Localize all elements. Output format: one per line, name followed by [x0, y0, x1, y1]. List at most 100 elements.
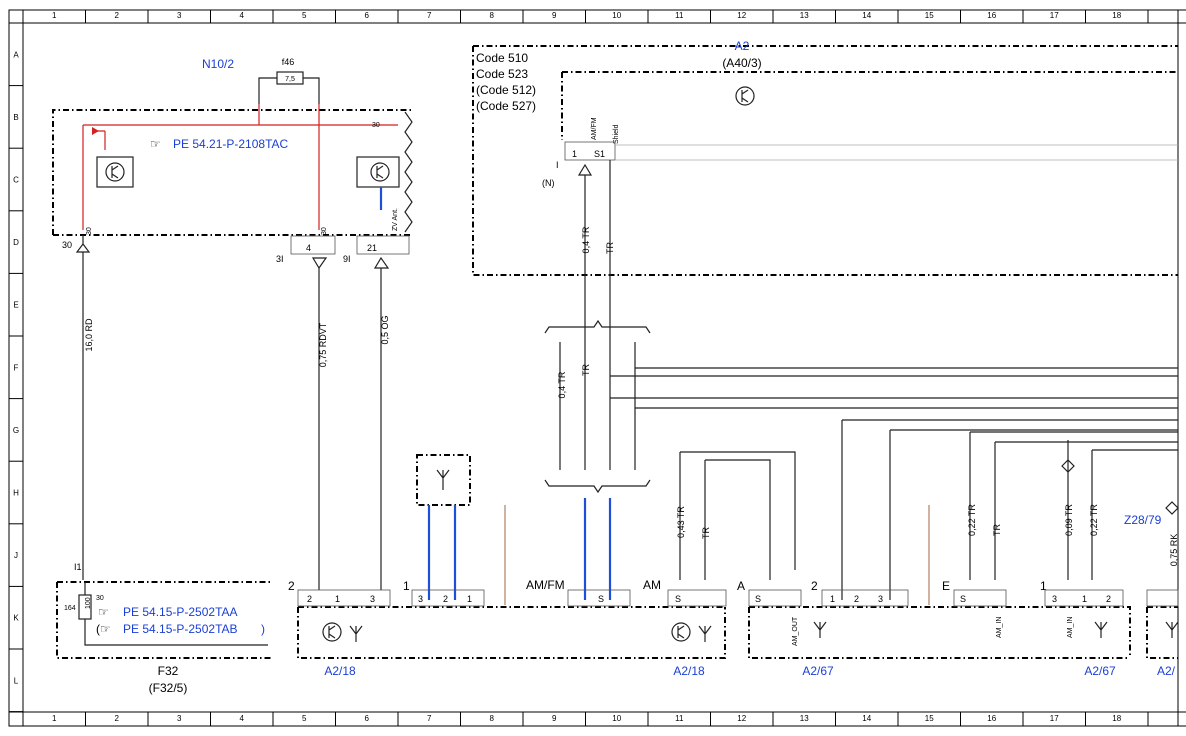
- connector-a: A: [737, 579, 745, 593]
- grid-column-label: 3: [177, 714, 182, 723]
- n10-2-transistor-box-left: [96, 156, 134, 188]
- code-512: (Code 512): [476, 83, 536, 97]
- svg-text:1: 1: [1082, 594, 1087, 604]
- hand-pointer-icon: ☞: [98, 605, 109, 619]
- grid-column-label: 14: [862, 11, 871, 20]
- grid-column-label: 12: [737, 714, 746, 723]
- antenna-icon: [813, 621, 827, 638]
- connector-2b: 2: [811, 579, 818, 593]
- grid-row-label: B: [13, 113, 18, 122]
- grid-column-label: 2: [115, 714, 120, 723]
- svg-text:3: 3: [370, 594, 375, 604]
- pin-1: 1: [572, 149, 577, 159]
- antenna-icon: [349, 625, 363, 642]
- grid-column-label: 8: [490, 11, 495, 20]
- zv-ant-label: ZV Ant.: [392, 208, 399, 231]
- hand-pointer-icon: (☞: [96, 622, 111, 636]
- pin-30-mid: 30: [321, 227, 328, 235]
- f32-ref-a-link[interactable]: PE 54.15-P-2502TAA: [123, 605, 238, 619]
- grid-row-label: J: [14, 551, 18, 560]
- connector-2a: 2: [288, 579, 295, 593]
- f32-fuse-num: 164: [64, 605, 76, 612]
- pin-9i: 9I: [343, 254, 351, 264]
- svg-text:S: S: [755, 594, 761, 604]
- svg-text:2: 2: [854, 594, 859, 604]
- grid-column-label: 7: [427, 11, 432, 20]
- grid-row-label: A: [13, 50, 19, 59]
- transistor-icon: [105, 162, 125, 182]
- wire-05-og: 0,5 OG: [380, 315, 390, 344]
- connector-e: E: [942, 579, 950, 593]
- pin-21: 21: [367, 243, 377, 253]
- grid-row-label: G: [13, 426, 19, 435]
- transistor-icon: [322, 622, 342, 642]
- grid-row-label: C: [13, 176, 19, 185]
- svg-text:2: 2: [443, 594, 448, 604]
- grid-column-label: 3: [177, 11, 182, 20]
- wire-009-tr: 0,09 TR: [1064, 504, 1074, 536]
- pin-30-left: 30: [62, 240, 72, 250]
- z28-79-label: Z28/79: [1124, 513, 1162, 527]
- wire-043-tr: 0,43 TR: [676, 506, 686, 538]
- grid-column-label: 6: [365, 11, 370, 20]
- pin-30-bus: 30: [372, 122, 380, 129]
- grid-column-label: 11: [675, 714, 684, 723]
- n10-2-transistor-box-right: [356, 156, 400, 188]
- antenna-icon: [698, 625, 712, 642]
- shield-pin-label: Shield: [613, 124, 620, 144]
- wire-tr-c: TR: [701, 527, 711, 539]
- pin-i: I: [556, 160, 559, 170]
- a2-67-boundary: [748, 606, 1131, 659]
- f32-pin-i1: I1: [74, 562, 82, 572]
- grid-column-label: 5: [302, 714, 307, 723]
- wire-022-tr-a: 0,22 TR: [967, 504, 977, 536]
- grid-column-markers: 1122334455667788991010111112121313141415…: [52, 10, 1149, 726]
- grid-column-label: 13: [800, 11, 809, 20]
- connector-1a: 1: [403, 579, 410, 593]
- grid-column-label: 13: [800, 714, 809, 723]
- code-510: Code 510: [476, 51, 528, 65]
- pin-30-inner: 30: [86, 227, 93, 235]
- f32-pin-30: 30: [96, 595, 104, 602]
- n10-2-ref-link[interactable]: PE 54.21-P-2108TAC: [173, 137, 289, 151]
- wire-04-tr-b: 0,4 TR: [557, 371, 567, 398]
- grid-column-label: 15: [925, 11, 934, 20]
- svg-text:): ): [261, 622, 265, 636]
- grid-column-label: 10: [612, 11, 621, 20]
- code-523: Code 523: [476, 67, 528, 81]
- a2-label: A2: [735, 39, 750, 53]
- a2-18-label-left: A2/18: [324, 664, 356, 678]
- grid-column-label: 18: [1112, 11, 1121, 20]
- grid-column-label: 10: [612, 714, 621, 723]
- bundle-brace: [544, 319, 651, 334]
- grid-column-label: 8: [490, 714, 495, 723]
- transistor-icon: [370, 162, 390, 182]
- code-527: (Code 527): [476, 99, 536, 113]
- a2-18-boundary: [297, 606, 726, 659]
- wire-16-rd: 16,0 RD: [84, 318, 94, 352]
- grid-column-label: 4: [240, 714, 245, 723]
- antenna-icon: [436, 469, 450, 490]
- f32-ref-b-link[interactable]: PE 54.15-P-2502TAB: [123, 622, 238, 636]
- grid-column-label: 18: [1112, 714, 1121, 723]
- am-out-label: AM_OUT: [792, 616, 799, 646]
- wire-075-rdvt: 0,75 RDVT: [318, 322, 328, 367]
- grid-column-label: 9: [552, 11, 557, 20]
- grid-column-label: 16: [987, 714, 996, 723]
- svg-text:S: S: [960, 594, 966, 604]
- grid-column-label: 15: [925, 714, 934, 723]
- n10-2-label: N10/2: [202, 57, 234, 71]
- hand-pointer-icon: ☞: [150, 137, 161, 151]
- a2-boundary: [472, 45, 1178, 276]
- svg-text:2: 2: [1106, 594, 1111, 604]
- amfm-pin-label: AM/FM: [591, 117, 598, 140]
- grid-column-label: 9: [552, 714, 557, 723]
- grid-column-label: 4: [240, 11, 245, 20]
- svg-text:3: 3: [878, 594, 883, 604]
- wire-022-tr-b: 0,22 TR: [1089, 504, 1099, 536]
- f32-boundary: [56, 581, 272, 659]
- shield-ground-icon: [1061, 459, 1075, 473]
- transistor-icon: [735, 86, 755, 106]
